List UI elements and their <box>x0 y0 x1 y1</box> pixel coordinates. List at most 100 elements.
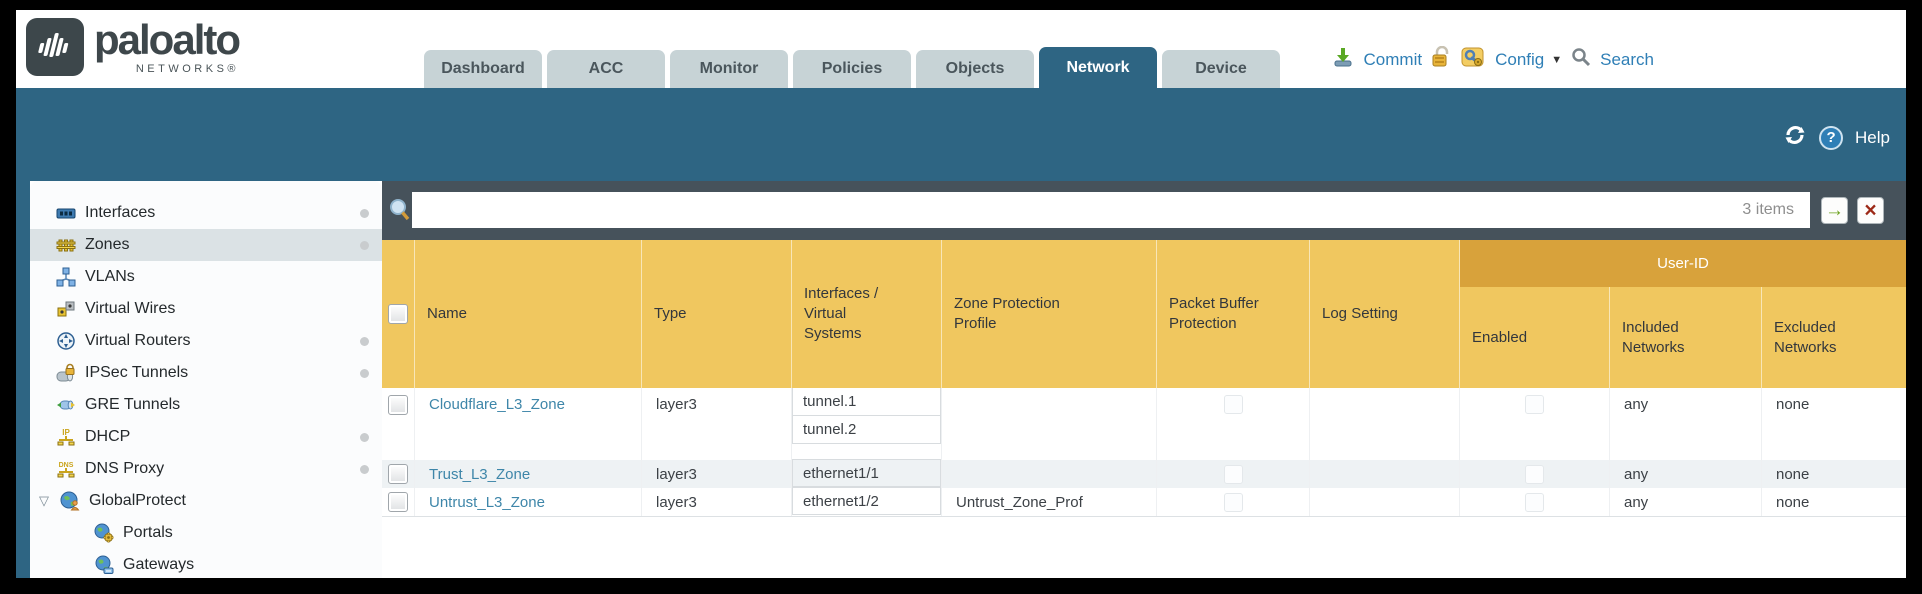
sidebar-item-dns-proxy[interactable]: DNS DNS Proxy <box>30 453 382 485</box>
row-select-cell <box>382 460 415 488</box>
cell-zone-protection-profile <box>942 388 1157 460</box>
sidebar-item-zones[interactable]: Zones <box>30 229 382 261</box>
sidebar-item-label: Virtual Wires <box>85 300 176 317</box>
sidebar-item-gre-tunnels[interactable]: GRE Tunnels <box>30 389 382 421</box>
select-all-checkbox[interactable] <box>388 304 408 324</box>
sidebar-item-globalprotect[interactable]: ▽ GlobalProtect <box>30 485 382 517</box>
cell-name: Trust_L3_Zone <box>415 460 642 488</box>
cell-interfaces: ethernet1/2 <box>792 487 942 516</box>
row-checkbox[interactable] <box>388 395 408 415</box>
enabled-checkbox[interactable] <box>1525 464 1544 484</box>
cell-packet-buffer-protection <box>1157 460 1310 488</box>
browser-viewport: paloalto NETWORKS® Dashboard ACC Monitor… <box>16 10 1906 578</box>
sidebar-item-dhcp[interactable]: IP DHCP <box>30 421 382 453</box>
search-icon[interactable] <box>1571 47 1591 72</box>
column-header-zone-protection-profile[interactable]: Zone Protection Profile <box>942 240 1157 388</box>
status-dot <box>360 208 369 218</box>
column-header-label: Packet Buffer Protection <box>1169 295 1259 332</box>
cell-log-setting <box>1310 488 1460 516</box>
sidebar-item-portals[interactable]: Portals <box>30 517 382 549</box>
enabled-checkbox[interactable] <box>1525 395 1544 414</box>
cell-type: layer3 <box>642 388 792 460</box>
sidebar-item-label: GlobalProtect <box>89 492 186 509</box>
commit-button[interactable]: Commit <box>1363 49 1423 69</box>
sidebar-item-label: Gateways <box>123 556 195 573</box>
cell-included-networks: any <box>1610 488 1762 516</box>
column-header-label: Excluded Networks <box>1774 318 1837 356</box>
cell-packet-buffer-protection <box>1157 488 1310 516</box>
tab-policies[interactable]: Policies <box>793 50 911 88</box>
cell-included-networks: any <box>1610 388 1762 460</box>
interface-item: tunnel.1 <box>792 387 941 416</box>
sidebar-item-label: GRE Tunnels <box>85 396 181 413</box>
config-button[interactable]: Config <box>1495 49 1545 69</box>
cell-name: Untrust_L3_Zone <box>415 488 642 516</box>
expander-icon[interactable]: ▽ <box>39 493 49 508</box>
packet-buffer-checkbox[interactable] <box>1223 492 1243 512</box>
portals-icon <box>94 523 114 543</box>
cell-zone-protection-profile <box>942 460 1157 488</box>
cell-type: layer3 <box>642 460 792 488</box>
brand-name: paloalto <box>94 16 241 63</box>
commit-icon[interactable] <box>1331 46 1355 73</box>
tab-acc[interactable]: ACC <box>547 50 665 88</box>
refresh-icon[interactable] <box>1783 124 1807 151</box>
help-label[interactable]: Help <box>1855 127 1890 147</box>
sidebar-item-label: IPSec Tunnels <box>85 364 189 381</box>
column-header-packet-buffer-protection[interactable]: Packet Buffer Protection <box>1157 240 1310 388</box>
dhcp-icon: IP <box>57 428 75 446</box>
search-button[interactable]: Search <box>1600 49 1654 69</box>
globalprotect-icon <box>60 491 80 511</box>
sidebar-item-gateways[interactable]: Gateways <box>30 549 382 581</box>
packet-buffer-checkbox[interactable] <box>1223 464 1243 484</box>
clear-filter-button[interactable]: × <box>1857 197 1884 224</box>
sidebar-item-label: DNS Proxy <box>85 460 165 477</box>
config-icon[interactable] <box>1460 45 1486 74</box>
column-header-log-setting[interactable]: Log Setting <box>1310 240 1460 388</box>
tab-network[interactable]: Network <box>1039 47 1157 88</box>
zones-filter-input[interactable] <box>412 192 1810 228</box>
zones-icon <box>56 239 76 252</box>
enabled-checkbox[interactable] <box>1525 492 1544 512</box>
row-checkbox[interactable] <box>388 492 408 512</box>
logo-text: paloalto NETWORKS® <box>94 16 241 76</box>
tab-dashboard[interactable]: Dashboard <box>424 50 542 88</box>
zone-name-link[interactable]: Untrust_L3_Zone <box>429 493 545 511</box>
sidebar-item-vlans[interactable]: VLANs <box>30 261 382 293</box>
apply-filter-button[interactable]: → <box>1821 197 1848 224</box>
interface-item: ethernet1/2 <box>792 487 941 515</box>
column-header-type[interactable]: Type <box>642 240 792 388</box>
column-header-excluded-networks[interactable]: Excluded Networks <box>1762 240 1906 388</box>
lock-icon[interactable] <box>1431 45 1451 73</box>
zones-table-header: User-ID Name Type Interfaces / Virtual S… <box>382 240 1906 388</box>
table-row: Untrust_L3_Zone layer3 ethernet1/2 Untru… <box>382 487 1906 516</box>
sidebar-item-virtual-wires[interactable]: Virtual Wires <box>30 293 382 325</box>
user-id-group-header: User-ID <box>1460 240 1906 287</box>
sidebar-item-ipsec-tunnels[interactable]: IPSec Tunnels <box>30 357 382 389</box>
column-header-included-networks[interactable]: Included Networks <box>1610 240 1762 388</box>
help-icon[interactable]: ? <box>1819 125 1844 150</box>
paloalto-logo-icon <box>26 18 84 76</box>
zone-name-link[interactable]: Cloudflare_L3_Zone <box>429 396 565 413</box>
cell-log-setting <box>1310 388 1460 460</box>
column-header-interfaces[interactable]: Interfaces / Virtual Systems <box>792 240 942 388</box>
column-header-name[interactable]: Name <box>415 240 642 388</box>
row-checkbox[interactable] <box>388 464 408 484</box>
sidebar-item-virtual-routers[interactable]: Virtual Routers <box>30 325 382 357</box>
cell-excluded-networks: none <box>1776 396 1810 413</box>
tab-objects[interactable]: Objects <box>916 50 1034 88</box>
gre-tunnels-icon <box>57 400 75 410</box>
left-accent-strip <box>16 181 30 578</box>
cell-included-networks: any <box>1610 460 1762 488</box>
network-sidebar: Interfaces Zones <box>30 181 382 578</box>
cell-enabled <box>1460 460 1610 488</box>
packet-buffer-checkbox[interactable] <box>1223 395 1243 414</box>
column-header-enabled[interactable]: Enabled <box>1460 240 1610 388</box>
zone-name-link[interactable]: Trust_L3_Zone <box>429 465 531 483</box>
sidebar-item-label: Zones <box>85 236 130 253</box>
config-caret-icon[interactable]: ▼ <box>1551 53 1563 66</box>
sidebar-item-interfaces[interactable]: Interfaces <box>30 197 382 229</box>
tab-device[interactable]: Device <box>1162 50 1280 88</box>
zones-content: 3 items → × User-ID Name Type Interfaces… <box>382 181 1906 578</box>
tab-monitor[interactable]: Monitor <box>670 50 788 88</box>
